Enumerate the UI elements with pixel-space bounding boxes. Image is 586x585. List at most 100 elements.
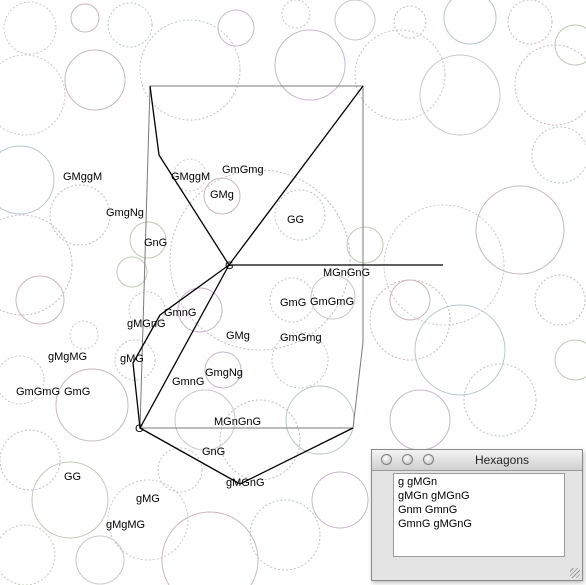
background-circle (389, 279, 431, 321)
node-label: GmnG (172, 376, 204, 388)
window-title: Hexagons (474, 453, 530, 467)
background-circle (217, 9, 255, 47)
background-circle (219, 399, 301, 481)
background-circle (70, 3, 100, 33)
node-label: gMgMG (106, 519, 145, 531)
background-circle (139, 19, 241, 121)
vertex-center: G (225, 260, 234, 272)
background-circle (0, 524, 56, 585)
background-circle (271, 331, 329, 389)
node-label: GmgNg (205, 367, 243, 379)
background-circle (116, 256, 148, 288)
background-circle (334, 0, 376, 41)
background-circle (204, 351, 242, 389)
vertex-markers: G G (135, 260, 234, 435)
list-item: gMGn gMGnG (398, 490, 470, 502)
background-circle (419, 54, 501, 136)
node-label: GnG (144, 237, 167, 249)
list-item: GmnG gMGnG (398, 518, 472, 530)
background-circle (169, 169, 351, 351)
background-circle (0, 145, 55, 215)
node-label: gMG (136, 493, 160, 505)
zoom-button[interactable] (423, 454, 434, 465)
background-circle (107, 2, 153, 48)
prism-outline (139, 85, 364, 429)
node-label: gMGnG (127, 318, 166, 330)
node-label: MGnGnG (214, 416, 261, 428)
background-circle (157, 447, 203, 493)
background-circle (389, 389, 451, 451)
node-label: GmGmG (16, 386, 60, 398)
node-label: GMg (210, 189, 234, 201)
node-label: GmnG (164, 307, 196, 319)
background-circle (75, 535, 125, 585)
node-label: GmG (64, 386, 90, 398)
background-circle (31, 461, 109, 539)
node-label: GmgNg (106, 207, 144, 219)
background-circle (463, 363, 537, 437)
node-label: GmGmg (222, 164, 264, 176)
node-label: GG (287, 214, 304, 226)
graph-edges (132, 85, 443, 485)
background-circle (514, 44, 586, 126)
background-circle (69, 320, 99, 350)
hexagons-list[interactable]: g gMGn gMGn gMGnG Gnm GmnG GmnG gMGnG (393, 473, 565, 557)
resize-grip[interactable] (570, 568, 580, 578)
close-button[interactable] (381, 454, 392, 465)
background-circle (534, 274, 586, 326)
background-circle (274, 29, 346, 101)
background-circle (49, 184, 111, 246)
background-circle (507, 0, 553, 45)
background-circle (554, 339, 586, 381)
background-circle (475, 185, 565, 275)
node-label: GMggM (171, 171, 210, 183)
list-item: g gMGn (398, 476, 438, 488)
background-circle (64, 49, 126, 111)
background-circle (274, 189, 326, 241)
background-circle (354, 29, 446, 121)
background-circle (3, 1, 57, 55)
background-circle (55, 368, 129, 442)
node-label: GMg (226, 330, 250, 342)
background-circle (393, 5, 427, 39)
node-label: MGnGnG (323, 267, 370, 279)
background-circle (0, 355, 45, 405)
node-label: GMggM (63, 171, 102, 183)
node-label: GmG (280, 297, 306, 309)
background-circle (107, 479, 189, 561)
background-circle (129, 221, 167, 259)
background-circle (531, 126, 586, 184)
background-circle (249, 499, 321, 571)
background-circle (311, 471, 369, 529)
background-circle (173, 158, 207, 192)
node-label: GnG (202, 446, 225, 458)
background-circle (177, 287, 223, 333)
background-circle (0, 429, 61, 491)
background-circle (310, 274, 356, 320)
background-circle (0, 214, 73, 316)
background-circle (15, 275, 65, 325)
node-label: GmGmG (310, 296, 354, 308)
background-circle (0, 54, 66, 136)
minimize-button[interactable] (402, 454, 413, 465)
background-circle (269, 277, 315, 323)
node-label: gMGnG (226, 477, 265, 489)
vertex-lower-left: G (135, 423, 144, 435)
background-circle (128, 291, 166, 329)
list-item: Gnm GmnG (398, 504, 458, 516)
node-label: GmGmg (280, 332, 322, 344)
window-titlebar[interactable]: Hexagons (372, 450, 582, 471)
node-label: GG (64, 471, 81, 483)
node-label: gMgMG (48, 351, 87, 363)
background-circle (161, 511, 259, 585)
background-circle (346, 226, 384, 264)
hexagons-window[interactable]: Hexagons g gMGn gMGn gMGnG Gnm GmnG GmnG… (371, 449, 583, 581)
node-label: gMG (120, 353, 144, 365)
background-circle (281, 0, 311, 29)
background-circle (443, 0, 497, 45)
background-circle (414, 304, 506, 396)
background-circle (174, 389, 236, 451)
